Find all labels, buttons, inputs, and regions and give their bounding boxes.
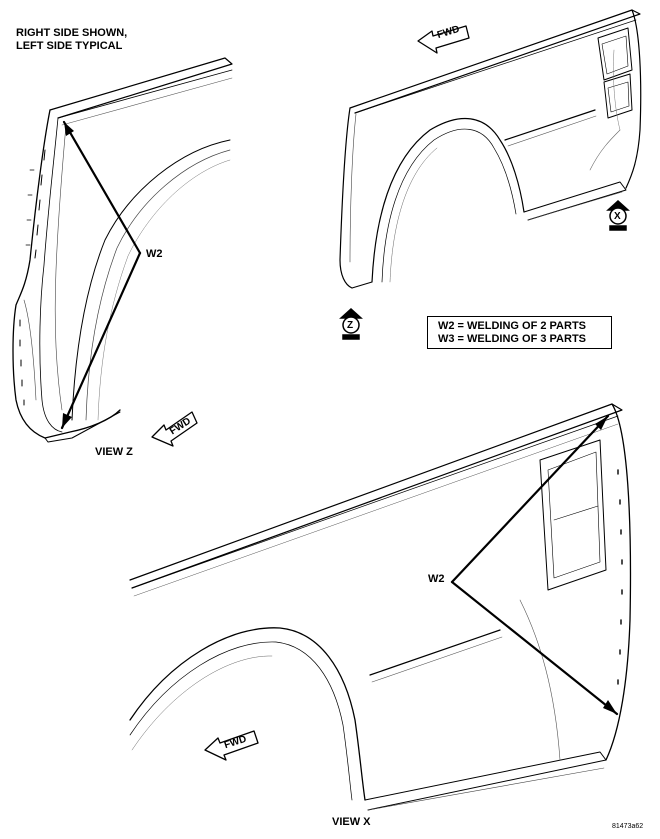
legend-line-2: W3 = WELDING OF 3 PARTS <box>438 333 587 345</box>
view-marker-x-letter: X <box>614 211 621 222</box>
fwd-arrow-icon-view-z <box>151 411 198 447</box>
view-x-caption: VIEW X <box>332 816 371 828</box>
callout-w2-view-z: W2 <box>146 248 163 260</box>
legend-line-1: W2 = WELDING OF 2 PARTS <box>438 320 587 332</box>
view-z-drawing <box>12 57 233 443</box>
view-marker-z-letter: Z <box>347 320 354 331</box>
note-line-2: LEFT SIDE TYPICAL <box>16 40 123 52</box>
figure-id: 81473a62 <box>612 823 644 830</box>
side-panel-drawing <box>339 9 642 289</box>
note-line-1: RIGHT SIDE SHOWN, <box>16 27 128 39</box>
callout-w2-view-x: W2 <box>428 573 445 585</box>
view-z-caption: VIEW Z <box>95 446 133 458</box>
view-marker-x-icon <box>606 199 630 231</box>
view-marker-z-icon <box>339 307 363 340</box>
fwd-arrow-icon-view-x <box>204 730 259 761</box>
view-x-drawing <box>129 403 632 811</box>
weld-legend: W2 = WELDING OF 2 PARTS W3 = WELDING OF … <box>427 316 612 349</box>
fwd-arrow-icon-top <box>417 25 470 54</box>
